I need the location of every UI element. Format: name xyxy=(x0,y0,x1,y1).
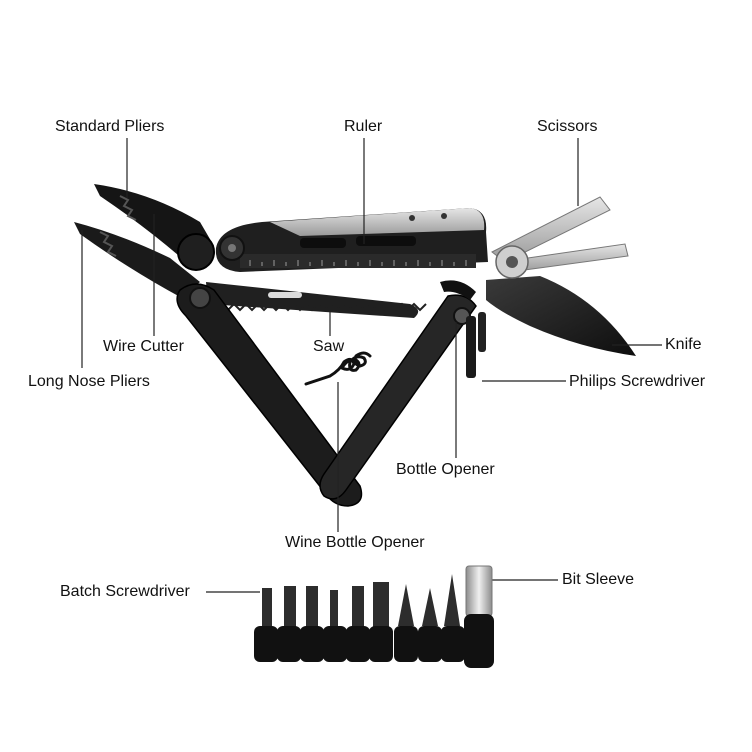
bit-5 xyxy=(346,586,370,662)
label-saw: Saw xyxy=(313,338,345,355)
pliers-jaws xyxy=(74,184,215,298)
label-wire-cutter: Wire Cutter xyxy=(103,338,184,355)
handle-pivot xyxy=(189,287,211,309)
label-scissors: Scissors xyxy=(537,118,598,135)
label-philips-screwdriver: Philips Screwdriver xyxy=(569,373,706,390)
bit-1 xyxy=(254,588,278,662)
bit-sleeve-tool xyxy=(464,565,494,668)
label-bottle-opener: Bottle Opener xyxy=(396,461,495,478)
label-long-nose-pliers: Long Nose Pliers xyxy=(28,373,150,390)
bit-set xyxy=(254,565,494,668)
label-bit-sleeve: Bit Sleeve xyxy=(562,571,635,588)
bit-7 xyxy=(394,584,418,662)
bit-8 xyxy=(418,588,442,662)
bit-3 xyxy=(300,586,324,662)
knife-blade xyxy=(486,276,636,356)
bit-6 xyxy=(369,582,393,662)
label-knife: Knife xyxy=(665,336,702,353)
label-ruler: Ruler xyxy=(344,118,383,135)
philips-screwdriver-tool xyxy=(466,312,486,378)
corkscrew xyxy=(304,351,372,386)
label-batch-screwdriver: Batch Screwdriver xyxy=(60,583,190,600)
ruler-handle xyxy=(215,208,488,272)
bit-9 xyxy=(441,574,465,662)
label-standard-pliers: Standard Pliers xyxy=(55,118,165,135)
lower-handle-right xyxy=(319,294,477,500)
saw-blade xyxy=(206,282,427,318)
bit-4 xyxy=(323,590,347,662)
label-wine-bottle-opener: Wine Bottle Opener xyxy=(285,534,425,551)
bit-2 xyxy=(277,586,301,662)
lower-handle-left xyxy=(176,283,363,507)
scissors-pivot xyxy=(495,245,529,279)
leader-lines xyxy=(81,138,662,593)
bottle-opener-hook xyxy=(440,280,476,300)
